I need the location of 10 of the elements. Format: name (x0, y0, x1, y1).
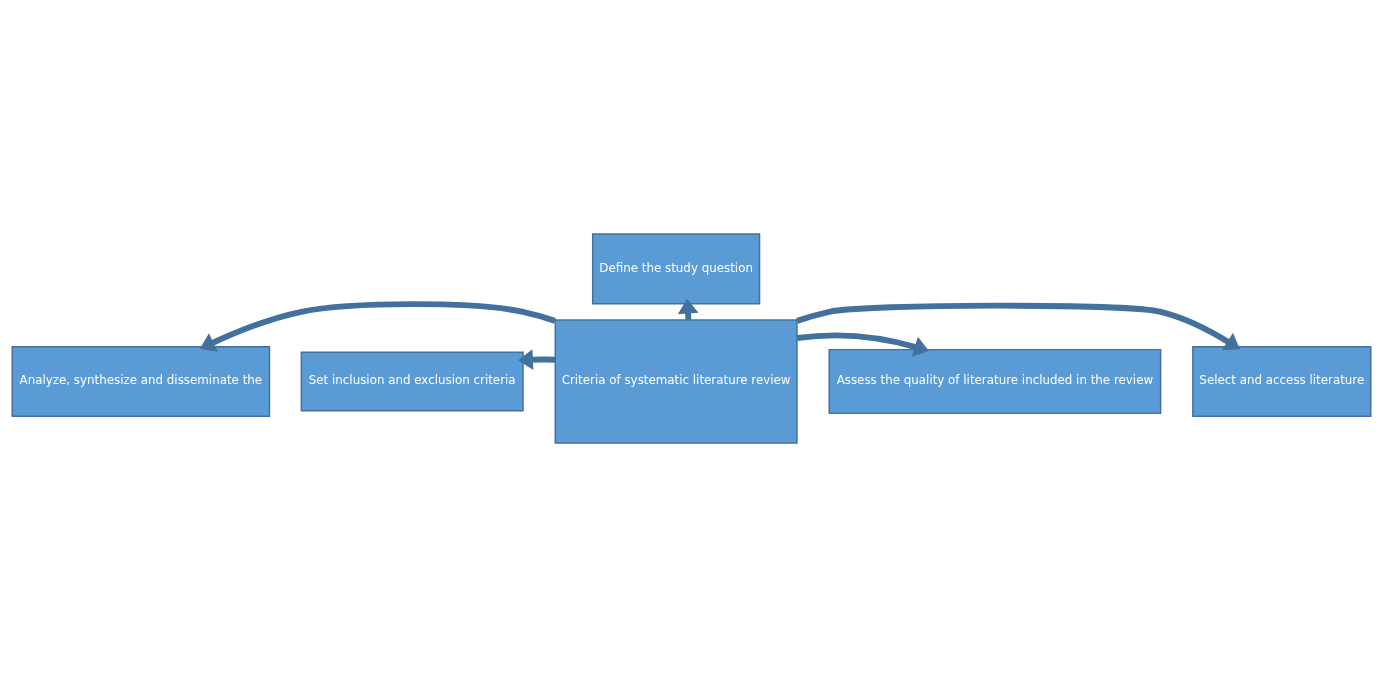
node-box: Analyze, synthesize and disseminate the (11, 345, 271, 418)
arrow (199, 301, 557, 352)
arrow (796, 302, 1240, 351)
node-box: Select and access literature (1192, 345, 1372, 418)
node-box: Criteria of systematic literature review (554, 319, 798, 444)
arrow (796, 332, 929, 357)
node-box: Assess the quality of literature included in the review (828, 348, 1162, 415)
node-box: Define the study question (591, 233, 761, 305)
node-box: Set inclusion and exclusion criteria (300, 351, 524, 412)
arrow (518, 349, 556, 370)
